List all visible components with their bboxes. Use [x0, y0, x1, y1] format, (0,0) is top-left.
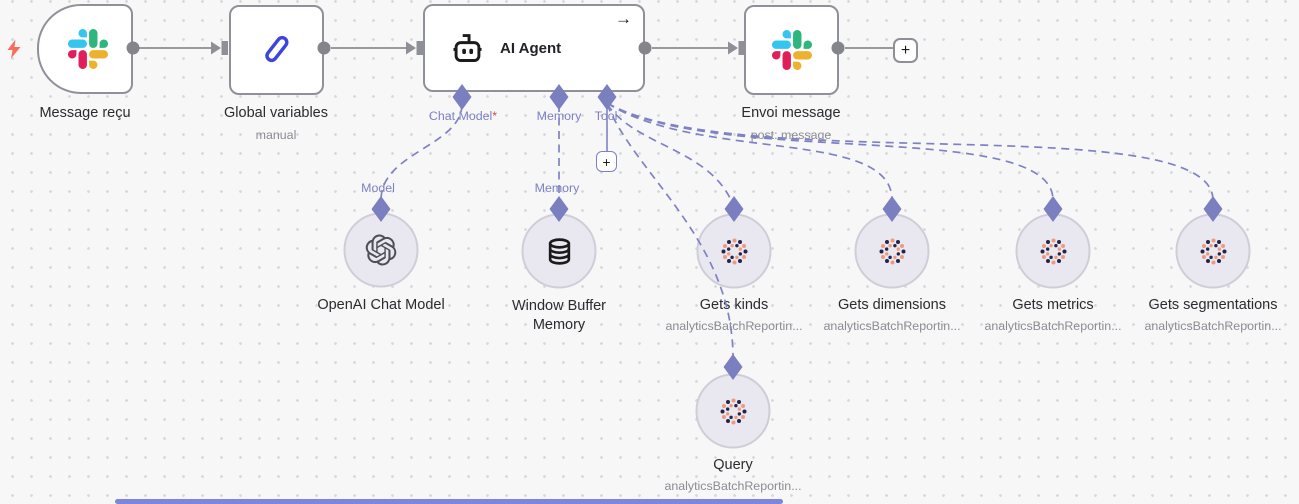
node-gets-dimensions[interactable]: [854, 213, 930, 289]
node-global-variables[interactable]: [229, 5, 324, 95]
slack-icon: [68, 29, 108, 69]
node-label-global-variables: Global variables: [224, 105, 328, 121]
node-gets-kinds[interactable]: [696, 213, 772, 289]
port-label-memory: Memory: [536, 109, 582, 123]
analytics-dots-icon: [879, 238, 905, 264]
node-label-gets-dimensions: Gets dimensions: [838, 297, 946, 313]
node-message-recu[interactable]: [37, 4, 133, 94]
node-envoi-message[interactable]: [744, 5, 839, 95]
port-label-model: Model: [361, 181, 395, 195]
node-window-buffer-memory[interactable]: [521, 213, 597, 289]
port-label-tool: Tool: [594, 109, 618, 123]
horizontal-scrollbar[interactable]: [115, 499, 783, 504]
node-subtitle-envoi-message: post: message: [750, 128, 832, 142]
node-label-ai-agent: AI Agent: [500, 39, 562, 57]
node-label-envoi-message: Envoi message: [741, 105, 841, 121]
node-gets-metrics[interactable]: [1015, 213, 1091, 289]
analytics-dots-icon: [1200, 238, 1226, 264]
node-label-gets-kinds: Gets kinds: [699, 297, 769, 313]
node-label-message-recu: Message reçu: [39, 105, 131, 121]
node-gets-segmentations[interactable]: [1175, 213, 1251, 289]
analytics-dots-icon: [721, 238, 747, 264]
node-subtitle-query: analyticsBatchReportin...: [664, 479, 802, 493]
node-label-gets-metrics: Gets metrics: [1012, 297, 1094, 313]
connection-tool-gets-kinds: [606, 103, 732, 201]
pencil-icon: [264, 35, 289, 63]
node-openai-chat-model[interactable]: [343, 212, 419, 288]
node-subtitle-gets-segmentations: analyticsBatchReportin...: [1144, 319, 1282, 333]
node-subtitle-gets-metrics: analyticsBatchReportin...: [984, 319, 1122, 333]
lightning-trigger-icon: [7, 39, 21, 59]
node-label-window-buffer-memory: Window Buffer Memory: [511, 298, 607, 333]
add-tool-button[interactable]: +: [596, 151, 617, 172]
node-subtitle-gets-kinds: analyticsBatchReportin...: [665, 319, 803, 333]
node-subtitle-gets-dimensions: analyticsBatchReportin...: [823, 319, 961, 333]
node-subtitle-global-variables: manual: [255, 128, 297, 142]
analytics-dots-icon: [1040, 238, 1066, 264]
port-label-chat-model: Chat Model*: [428, 109, 498, 123]
analytics-dots-icon: [720, 398, 746, 424]
port-label-memory-sub: Memory: [534, 181, 580, 195]
arrow-right-icon: →: [615, 9, 632, 28]
required-asterisk: *: [492, 109, 498, 123]
openai-icon: [365, 234, 397, 266]
node-label-openai-chat-model: OpenAI Chat Model: [317, 297, 445, 313]
database-icon: [548, 237, 570, 265]
robot-icon: [453, 33, 482, 62]
node-label-gets-segmentations: Gets segmentations: [1148, 297, 1278, 313]
slack-icon: [771, 30, 812, 70]
node-query[interactable]: [695, 373, 771, 449]
node-ai-agent[interactable]: AI Agent →: [423, 4, 645, 92]
add-node-button[interactable]: +: [893, 38, 918, 63]
connection-tool-gets-segmentations: [606, 102, 1214, 201]
node-label-query: Query: [713, 457, 753, 473]
